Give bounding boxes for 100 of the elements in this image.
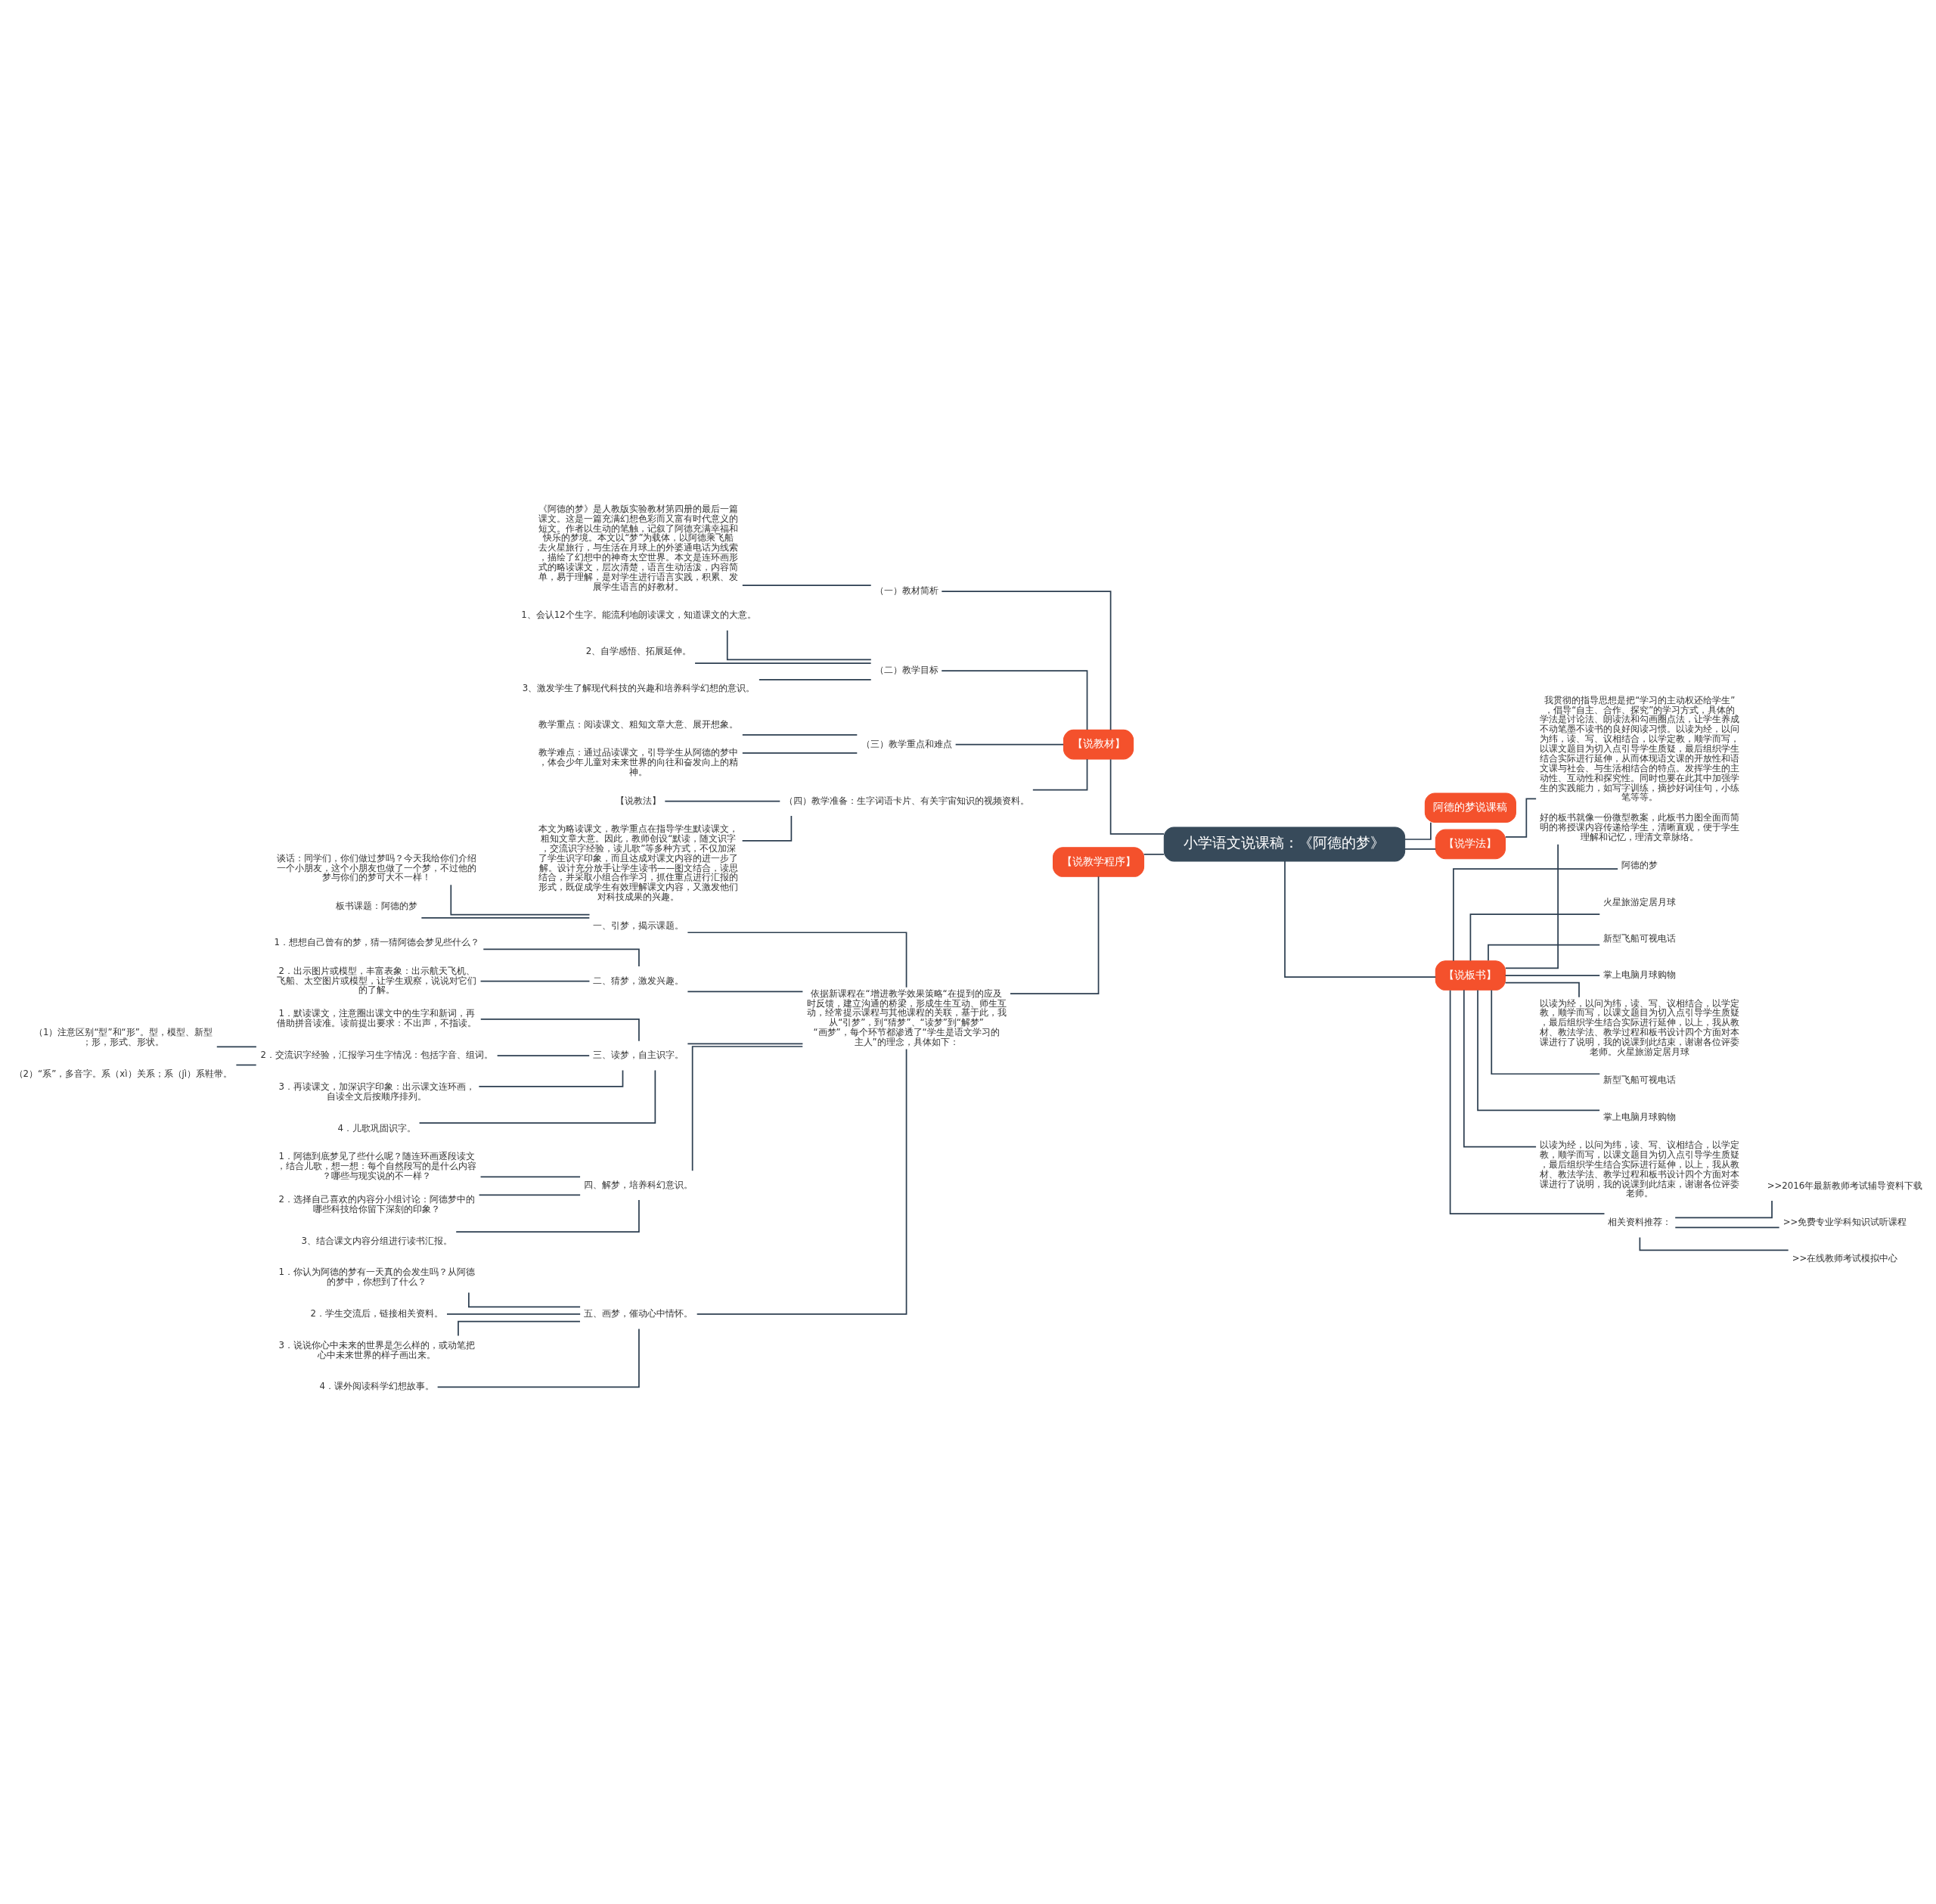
node-text: （2）“系”，多音字。系（xì）关系；系（jì）系鞋带。 xyxy=(14,1068,233,1079)
node-text: 3、激发学生了解现代科技的兴趣和培养科学幻想的意识。 xyxy=(522,682,755,693)
connector xyxy=(1504,843,1559,969)
connector xyxy=(696,1048,908,1315)
connector xyxy=(741,814,793,842)
connector xyxy=(1404,821,1432,840)
node-text: >>2016年最新教师考试辅导资料下载 xyxy=(1767,1180,1923,1191)
connector xyxy=(479,1018,640,1042)
node-text: 1、会认12个生字。能流利地朗读课文，知道课文的大意。 xyxy=(521,609,756,620)
connector xyxy=(687,1043,804,1044)
connector xyxy=(458,1320,581,1336)
node-text: 2．交流识字经验，汇报学习生字情况：包括字音、组词。 xyxy=(260,1049,493,1060)
node-text: 2、自学感悟、拓展延伸。 xyxy=(585,645,692,656)
node-text: 教学难点：通过品读课文，引导学生从阿德的梦中，体会少年儿童对未来世界的向往和奋发向上的精神。 xyxy=(538,746,739,777)
node-text: >>在线教师考试模拟中心 xyxy=(1792,1252,1898,1264)
node-text: 谈话：同学们，你们做过梦吗？今天我给你们介绍一个小朋友，这个小朋友也做了一个梦，不过他的梦与你们的梦可大不一样！ xyxy=(277,852,477,882)
connector xyxy=(687,991,804,992)
connector xyxy=(450,883,591,916)
node-text: 4．儿歌巩固识字。 xyxy=(337,1122,416,1133)
node-text: 《阿德的梦》是人教版实验教材第四册的最后一篇课文。这是一篇充满幻想色彩而又富有时代意义的短文。作者以生动的笔触，记叙了阿德充满幸福和快乐的梦境。本文以“梦”为载体，以阿德乘飞船去火星旅行，与生活在月球上的外婆通电话为线索，描绘了幻想中的神奇太空世界。本文是连环画形式的略读课文，层次清楚，语言生动活泼，内容简单，易于理解，是对学生进行语言实践，积累、发展学生语言的好教材。 xyxy=(538,503,739,592)
connector xyxy=(1674,1226,1780,1228)
node-text: 1．你认为阿德的梦有一天真的会发生吗？从阿德的梦中，你想到了什么？ xyxy=(278,1266,475,1287)
node-text: 2．学生交流后，链接相关资料。 xyxy=(310,1307,443,1319)
connector xyxy=(954,743,1064,745)
connector xyxy=(691,1045,804,1171)
node-text: 四、解梦，培养科幻意识。 xyxy=(584,1179,693,1190)
node-text: 2．选择自己喜欢的内容分小组讨论：阿德梦中的哪些科技给你留下深刻的印象？ xyxy=(278,1193,475,1214)
connector xyxy=(418,1069,656,1124)
node-text: 掌上电脑月球购物 xyxy=(1603,1111,1677,1122)
node-text: 3．再读课文，加深识字印象：出示课文连环画，自读全文后按顺序排列。 xyxy=(278,1081,475,1102)
node-text: 一、引梦，揭示课题。 xyxy=(593,919,684,931)
connector xyxy=(1504,798,1537,838)
connector xyxy=(687,931,908,988)
node-text: 三、读梦，自主识字。 xyxy=(593,1049,684,1060)
connector xyxy=(1674,1199,1773,1218)
node-text: 依据新课程在“增进教学效果策略“在提到的应及时反馈，建立沟通的桥梁，形成生生互动、师生互动，经常提示课程与其他课程的关联，基于此，我从“引梦”，到“猜梦”、“读梦”到“解梦” “画梦”，每个环节都渗透了“学生是语文学习的主人”的理念，具体如下： xyxy=(806,988,1007,1047)
connector xyxy=(1477,989,1600,1111)
node-text: 掌上电脑月球购物 xyxy=(1603,969,1677,980)
node-text: （四）教学准备：生字词语卡片、有关宇宙知识的视频资料。 xyxy=(783,795,1029,806)
node-box: 【说板书】 xyxy=(1435,960,1506,991)
node-text: 阿德的梦 xyxy=(1621,859,1658,870)
connector xyxy=(741,584,872,586)
connector xyxy=(694,662,872,664)
node-text: 本文为略读课文，教学重点在指导学生默读课文，粗知文章大意。因此，教师创设“默读，随文识字，交流识字经验，读儿歌”等多种方式，不仅加深了学生识字印象，而且达成对课文内容的进一步了解。设计充分放手让学生读书——图文结合，读思结合，并采取小组合作学习，抓住重点进行汇报的形式，既促成学生有效理解课文内容，又激发他们对科技成果的兴趣。 xyxy=(538,823,739,902)
connector xyxy=(1449,989,1606,1214)
connector xyxy=(1143,853,1165,855)
node-box: 阿德的梦说课稿 xyxy=(1424,792,1516,823)
node-box: 小学语文说课稿：《阿德的梦》 xyxy=(1163,826,1406,861)
node-text: 新型飞船可视电话 xyxy=(1603,932,1677,944)
connector xyxy=(496,1054,591,1056)
node-text: 3、结合课文内容分组进行读书汇报。 xyxy=(301,1235,452,1246)
node-text: 教学重点：阅读课文、粗知文章大意、展开想象。 xyxy=(538,718,739,730)
node-text: （1）注意区别“型”和“形”。型，模型、新型；形，形式、形状。 xyxy=(33,1026,213,1047)
connector xyxy=(420,916,591,919)
node-box: 【说教材】 xyxy=(1063,729,1134,759)
node-text: 火星旅游定居月球 xyxy=(1603,896,1677,907)
node-text: 1．想想自己曾有的梦，猜一猜阿德会梦见些什么？ xyxy=(274,936,479,947)
connector xyxy=(455,1199,640,1233)
node-text: 五、画梦，催动心中情怀。 xyxy=(584,1307,693,1319)
connector xyxy=(741,733,858,736)
node-box: 【说教学程序】 xyxy=(1053,846,1145,877)
connector xyxy=(1491,989,1601,1074)
node-text: 4．课外阅读科学幻想故事。 xyxy=(319,1380,434,1391)
node-text: 以读为经，以问为纬，读、写、议相结合，以学定教，顺学而写，以课文题目为切入点引导学生质疑，最后组织学生结合实际进行延伸，以上，我从教材、教法学法、教学过程和板书设计四个方面对本课进行了说明，我的说课到此结束，谢谢各位评委老师。 xyxy=(1540,1139,1740,1199)
connector xyxy=(235,1064,257,1065)
connector xyxy=(1453,867,1618,962)
connector xyxy=(1463,989,1537,1148)
connector xyxy=(478,1194,581,1195)
connector xyxy=(1504,981,1580,998)
node-box: 【说学法】 xyxy=(1435,829,1506,859)
connector xyxy=(478,1069,624,1087)
connector xyxy=(1109,758,1165,835)
node-text: 以读为经，以问为纬，读、写、议相结合，以学定教，顺学而写，以课文题目为切入点引导学生质疑，最后组织学生结合实际进行延伸，以上，我从教材、教法学法、教学过程和板书设计四个方面对本课进行了说明，我的说课到此结束，谢谢各位评委老师。火星旅游定居月球 xyxy=(1540,997,1740,1057)
node-text: （三）教学重点和难点 xyxy=(861,738,952,749)
node-text: >>免费专业学科知识试听课程 xyxy=(1782,1216,1907,1227)
connector xyxy=(1010,875,1100,994)
node-text: 相关资料推荐： xyxy=(1608,1216,1672,1227)
connector xyxy=(664,800,781,802)
connector xyxy=(1504,974,1601,976)
connector xyxy=(1469,913,1601,961)
node-text: 板书课题：阿德的梦 xyxy=(336,900,418,911)
connector xyxy=(1032,758,1088,790)
connector xyxy=(759,678,872,681)
connector xyxy=(941,669,1088,730)
connector xyxy=(941,590,1112,730)
node-text: 1．默读课文，注意圈出课文中的生字和新词，再借助拼音读准。读前提出要求：不出声，不指读。 xyxy=(277,1007,477,1028)
node-text: （一）教材简析 xyxy=(874,585,939,596)
connector xyxy=(468,1292,581,1307)
connector xyxy=(726,629,872,660)
connector xyxy=(216,1046,257,1047)
connector xyxy=(1488,944,1601,961)
node-text: 好的板书就像一份微型教案，此板书力图全面而简明的将授课内容传递给学生，清晰直观，便于学生理解和记忆，理清文章脉络。 xyxy=(1540,811,1740,842)
node-text: 新型飞船可视电话 xyxy=(1603,1074,1677,1085)
connector xyxy=(446,1313,582,1315)
node-text: 我贯彻的指导思想是把“学习的主动权还给学生”，倡导“自主、合作、探究”的学习方式，具体的学法是讨论法、朗读法和勾画圈点法，让学生养成不动笔墨不读书的良好阅读习惯。以读为经，以问为纬，读、写、议相结合，以学定教，顺学而写，以课文题目为切入点引导学生质疑，最后组织学生结合实际进行延伸，从而体现语文课的开放性和语文课与社会、与生活相结合的特点。发挥学生的主动性、互动性和探究性。同时也要在此其中加强学生的实践能力，如写字训练，摘抄好词佳句，小练笔等等。 xyxy=(1540,694,1740,802)
connector xyxy=(1284,860,1437,978)
connector xyxy=(1639,1236,1789,1251)
node-text: 【说教法】 xyxy=(616,795,662,806)
connector xyxy=(436,1328,640,1388)
node-text: （二）教学目标 xyxy=(874,664,939,675)
